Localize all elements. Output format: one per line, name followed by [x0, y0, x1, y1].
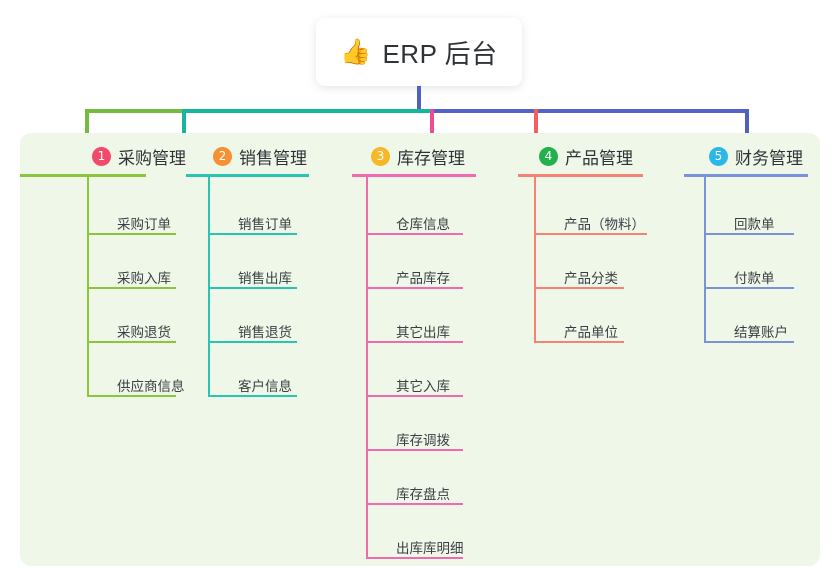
leaf-label: 采购入库 [117, 271, 171, 286]
leaf-rule [87, 287, 176, 289]
root-node-content: 👍 ERP 后台 [340, 34, 497, 71]
leaf-label: 产品单位 [564, 325, 618, 340]
branch-rule-product [518, 174, 643, 177]
leaf-label: 库存盘点 [396, 487, 450, 502]
leaf-rule [534, 287, 624, 289]
leaf-label: 出库库明细 [396, 541, 464, 556]
leaf-rule [366, 233, 463, 235]
branch-column-product: 4 产品管理产品（物料） 产品分类产品单位 [518, 133, 688, 566]
leaf-label: 产品库存 [396, 271, 450, 286]
branch-badge-sales: 2 [213, 147, 232, 166]
branch-spine-inventory [366, 174, 368, 557]
branch-badge-inventory: 3 [371, 147, 390, 166]
branch-column-inventory: 3 库存管理仓库信息产品库存其它出库其它入库库存调拨库存盘点出库库明细 [352, 133, 522, 566]
branch-spine-sales [208, 174, 210, 395]
leaf-rule [534, 341, 624, 343]
leaf-rule [534, 233, 647, 235]
leaf-rule [366, 557, 463, 559]
leaf-label: 采购订单 [117, 217, 171, 232]
branch-rule-purchasing [20, 174, 146, 177]
trunk-connector [417, 86, 421, 111]
leaf-label: 其它出库 [396, 325, 450, 340]
leaf-label: 销售出库 [238, 271, 292, 286]
branch-rule-sales [186, 174, 309, 177]
branch-title-product: 产品管理 [565, 149, 633, 168]
page-title: ERP 后台 [382, 38, 498, 69]
leaf-rule [704, 233, 794, 235]
leaf-rule [208, 395, 297, 397]
leaf-rule [208, 233, 297, 235]
leaf-rule [366, 395, 463, 397]
branch-rule-finance [684, 174, 808, 177]
leaf-rule [87, 233, 176, 235]
connector-teal-segment [182, 109, 430, 113]
branch-title-finance: 财务管理 [735, 149, 803, 168]
leaf-rule [366, 287, 463, 289]
leaf-rule [366, 503, 463, 505]
branch-rule-inventory [352, 174, 476, 177]
leaf-rule [87, 341, 176, 343]
leaf-label: 客户信息 [238, 379, 292, 394]
root-node[interactable]: 👍 ERP 后台 [316, 18, 522, 86]
leaf-label: 销售退货 [238, 325, 292, 340]
leaf-label: 其它入库 [396, 379, 450, 394]
branch-spine-purchasing [87, 174, 89, 395]
branch-column-finance: 5 财务管理回款单付款单结算账户 [684, 133, 839, 566]
branch-spine-product [534, 174, 536, 341]
branch-title-inventory: 库存管理 [397, 149, 465, 168]
leaf-label: 仓库信息 [396, 217, 450, 232]
leaf-rule [208, 341, 297, 343]
branch-header-product[interactable]: 4 产品管理 [539, 144, 633, 169]
branch-column-sales: 2 销售管理销售订单销售出库销售退货客户信息 [186, 133, 356, 566]
leaf-label: 产品（物料） [564, 217, 645, 232]
leaf-label: 库存调拨 [396, 433, 450, 448]
leaf-rule [366, 341, 463, 343]
branch-header-inventory[interactable]: 3 库存管理 [371, 144, 465, 169]
branch-title-purchasing: 采购管理 [118, 149, 186, 168]
leaf-rule [704, 341, 794, 343]
branch-badge-purchasing: 1 [92, 147, 111, 166]
leaf-label: 销售订单 [238, 217, 292, 232]
connector-blue-segment [430, 109, 749, 113]
thumbs-up-icon: 👍 [340, 37, 372, 66]
leaf-label: 供应商信息 [117, 379, 185, 394]
leaf-label: 付款单 [734, 271, 775, 286]
branch-title-sales: 销售管理 [239, 149, 307, 168]
branch-badge-product: 4 [539, 147, 558, 166]
branch-badge-finance: 5 [709, 147, 728, 166]
branches-panel: 1 采购管理采购订单采购入库采购退货供应商信息 2 销售管理销售订单销售出库销售退货客… [20, 133, 820, 566]
leaf-rule [208, 287, 297, 289]
leaf-rule [704, 287, 794, 289]
branch-header-sales[interactable]: 2 销售管理 [213, 144, 307, 169]
leaf-rule [366, 449, 463, 451]
connector-green-segment [85, 109, 182, 113]
leaf-label: 产品分类 [564, 271, 618, 286]
leaf-rule [87, 395, 176, 397]
leaf-label: 采购退货 [117, 325, 171, 340]
leaf-label: 回款单 [734, 217, 775, 232]
branch-spine-finance [704, 174, 706, 341]
branch-column-purchasing: 1 采购管理采购订单采购入库采购退货供应商信息 [20, 133, 190, 566]
branch-header-finance[interactable]: 5 财务管理 [709, 144, 803, 169]
leaf-label: 结算账户 [734, 325, 788, 340]
branch-header-purchasing[interactable]: 1 采购管理 [92, 144, 186, 169]
